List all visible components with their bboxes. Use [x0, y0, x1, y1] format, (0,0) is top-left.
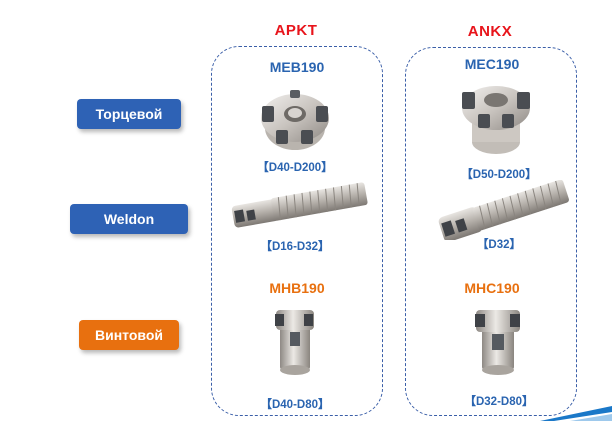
- model-meb190: MEB190: [269, 59, 325, 75]
- model-mhb190: MHB190: [269, 280, 325, 296]
- range-ankx-weldon: 【D32】: [476, 239, 522, 251]
- face-mill-cutter-icon: [462, 86, 530, 154]
- apkt-group: [211, 46, 383, 416]
- screw-on-cutter-icon: [475, 310, 520, 375]
- screw-on-cutter-icon: [275, 310, 314, 375]
- weldon-end-mill-icon: [231, 182, 368, 228]
- ankx-group: [405, 47, 577, 416]
- row-button-face[interactable]: Торцевой: [77, 99, 181, 129]
- row-button-weldon[interactable]: Weldon: [70, 204, 188, 234]
- accent-stripe: [540, 406, 612, 421]
- range-apkt-weldon: 【D16-D32】: [260, 241, 330, 253]
- range-ankx-face: 【D50-D200】: [461, 169, 537, 181]
- model-mhc190: MHC190: [464, 280, 520, 296]
- weldon-end-mill-icon: [438, 180, 569, 240]
- range-apkt-screw: 【D40-D80】: [260, 399, 330, 411]
- row-button-screw[interactable]: Винтовой: [79, 320, 179, 350]
- range-ankx-screw: 【D32-D80】: [464, 396, 534, 408]
- column-title-ankx: ANKX: [467, 23, 513, 40]
- face-mill-cutter-icon: [261, 90, 329, 150]
- range-apkt-face: 【D40-D200】: [257, 162, 333, 174]
- column-title-apkt: APKT: [274, 22, 318, 39]
- model-mec190: MEC190: [464, 56, 520, 72]
